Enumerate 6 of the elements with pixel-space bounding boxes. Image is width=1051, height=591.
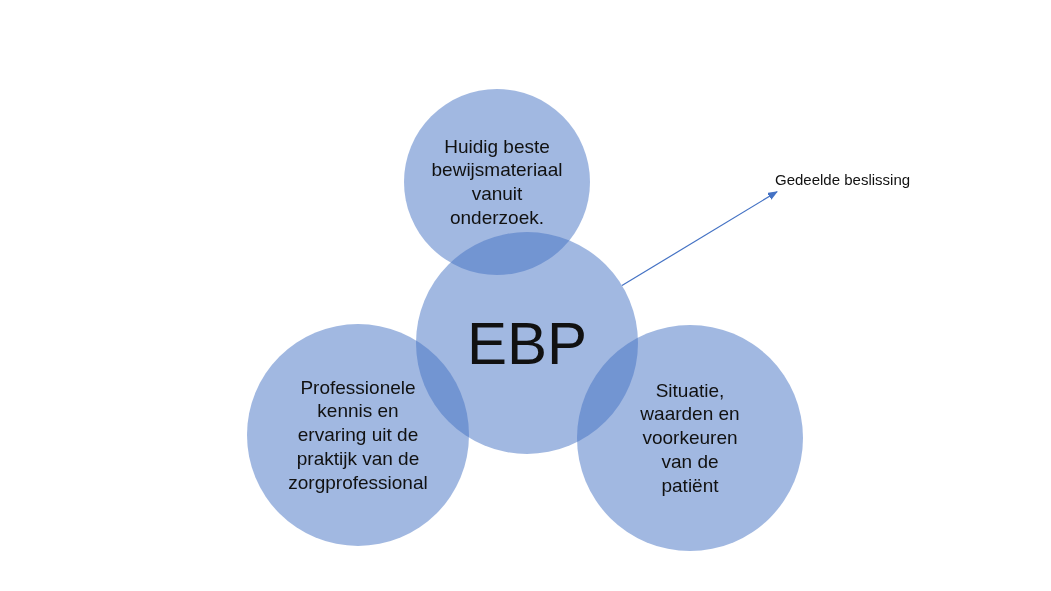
circle-label: EBP — [466, 308, 588, 379]
text-label: Gedeelde beslissing — [775, 171, 911, 190]
circle-label: Situatie, waarden en voorkeuren van de patiënt — [639, 378, 741, 498]
arrow — [621, 191, 778, 287]
circle-label: Huidig beste bewijsmateriaal vanuit onderzoek. — [431, 134, 563, 230]
circle-label: Professionele kennis en ervaring uit de praktijk van de zorgprofessional — [287, 375, 429, 495]
